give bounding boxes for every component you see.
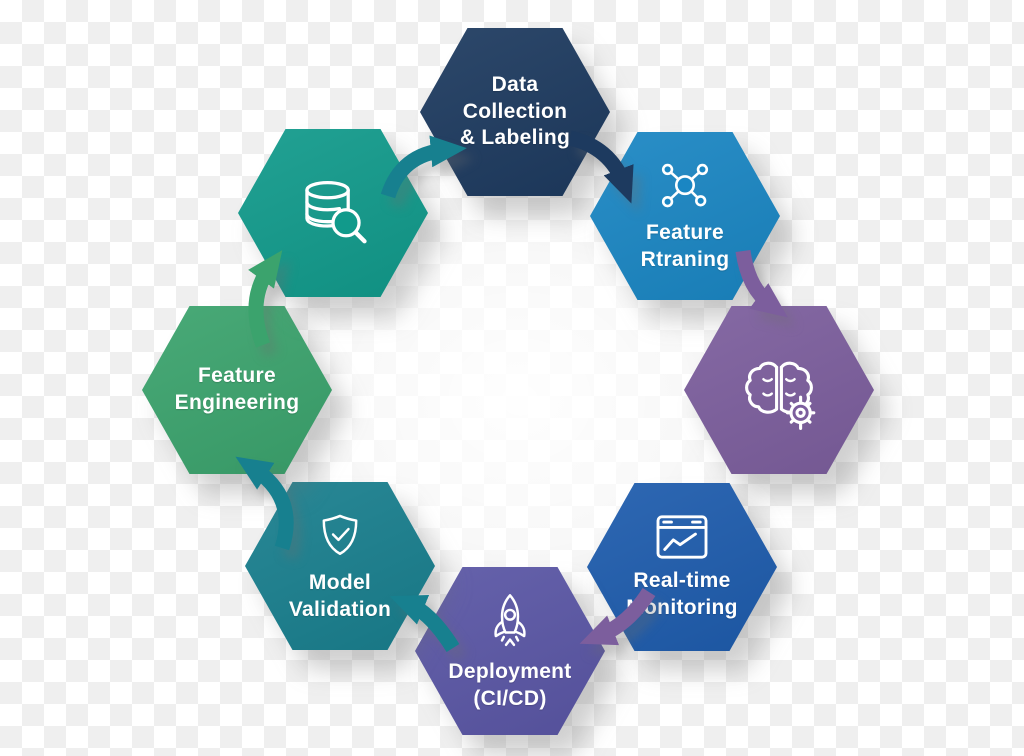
node-realtime-monitoring: Real-time Monitoring: [587, 483, 777, 651]
node-feature-engineering: Feature Engineering: [142, 306, 332, 474]
node-model-training: [684, 306, 874, 474]
brain-gear-icon: [737, 350, 821, 430]
network-hub-icon: [656, 159, 714, 213]
dashboard-chart-icon: [653, 513, 711, 561]
database-search-icon: [295, 175, 371, 251]
node-label: Real-time Monitoring: [626, 568, 738, 619]
node-label: Data Collection & Labeling: [459, 72, 571, 150]
shield-check-icon: [313, 509, 367, 563]
node-data-exploration: [238, 129, 428, 297]
node-label: Deployment (CI/CD): [448, 659, 572, 710]
gear: [785, 395, 816, 430]
rocket-icon: [479, 590, 541, 652]
node-label: Feature Rtraning: [640, 220, 730, 271]
node-data-collection-labeling: Data Collection & Labeling: [420, 28, 610, 196]
node-deployment-cicd: Deployment (CI/CD): [415, 567, 605, 735]
node-model-validation: Model Validation: [245, 482, 435, 650]
node-label: Feature Engineering: [174, 364, 300, 414]
node-feature-retraining: Feature Rtraning: [590, 132, 780, 300]
node-label: Model Validation: [288, 570, 392, 621]
